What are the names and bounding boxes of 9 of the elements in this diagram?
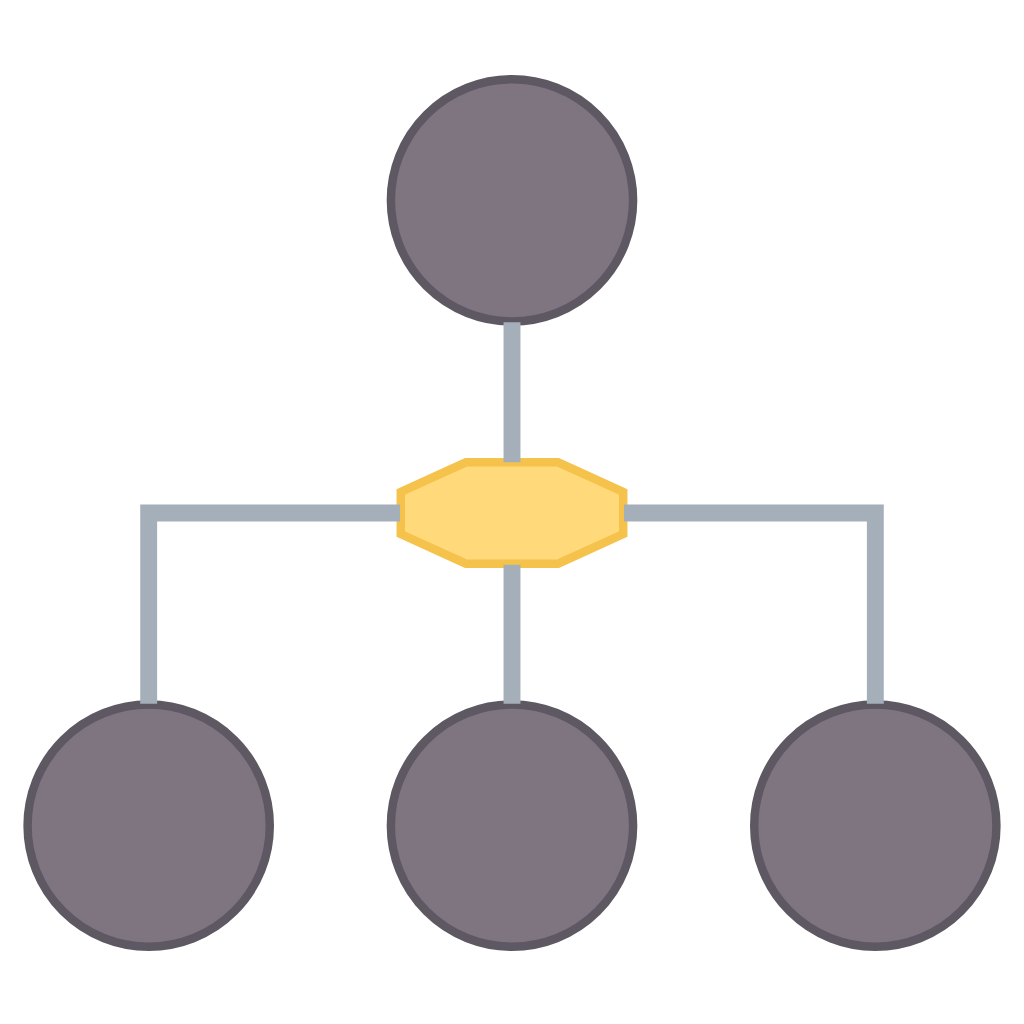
connector: [503, 563, 521, 703]
connector: [624, 503, 884, 703]
node-person: [386, 699, 638, 950]
node-person: [750, 699, 1001, 950]
node-person: [386, 74, 638, 325]
node-gear: [396, 457, 628, 567]
node-person: [23, 699, 274, 950]
connector: [140, 503, 400, 703]
connector: [503, 321, 521, 462]
